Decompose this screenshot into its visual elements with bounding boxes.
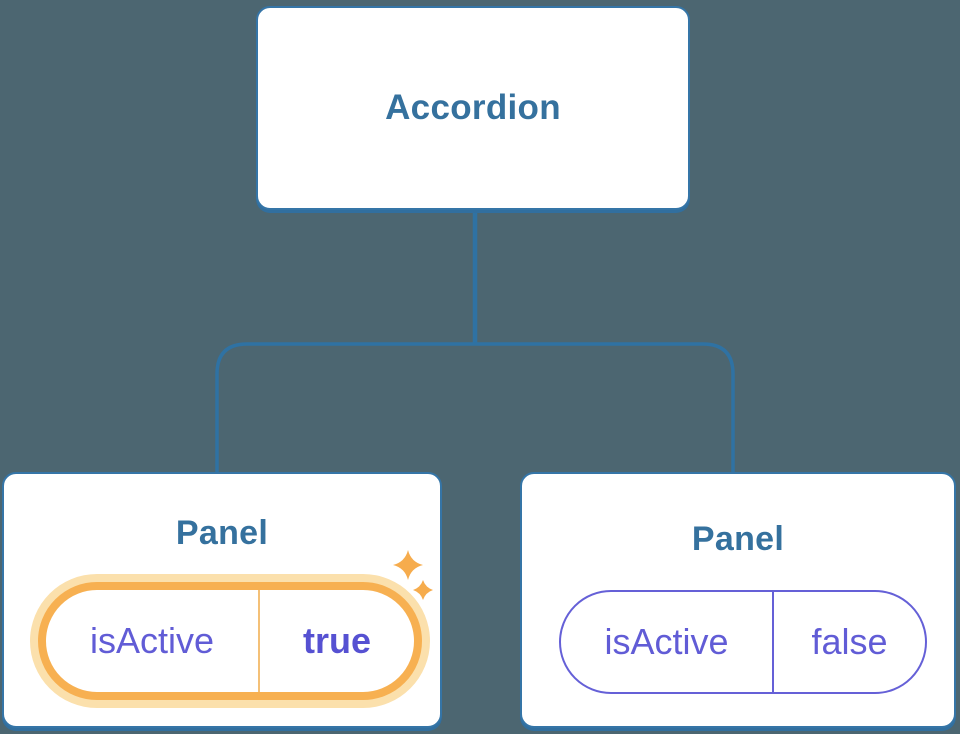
state-value-label: true <box>302 620 371 661</box>
panel-title: Panel <box>691 520 785 558</box>
state-pill-inactive: isActive false <box>559 590 927 694</box>
pill-divider <box>772 592 774 692</box>
panel-node-inactive: Panel isActive false <box>520 472 956 728</box>
panel-node-active: Panel isActive true <box>2 472 442 728</box>
pill-divider <box>258 590 260 692</box>
state-pill-active: isActive true <box>38 582 422 700</box>
state-value-label: false <box>811 621 888 662</box>
state-prop-label: isActive <box>604 621 729 662</box>
panel-title: Panel <box>175 514 269 552</box>
accordion-node: Accordion <box>256 6 690 210</box>
state-prop-label: isActive <box>89 620 215 661</box>
accordion-node-label: Accordion <box>385 88 561 127</box>
